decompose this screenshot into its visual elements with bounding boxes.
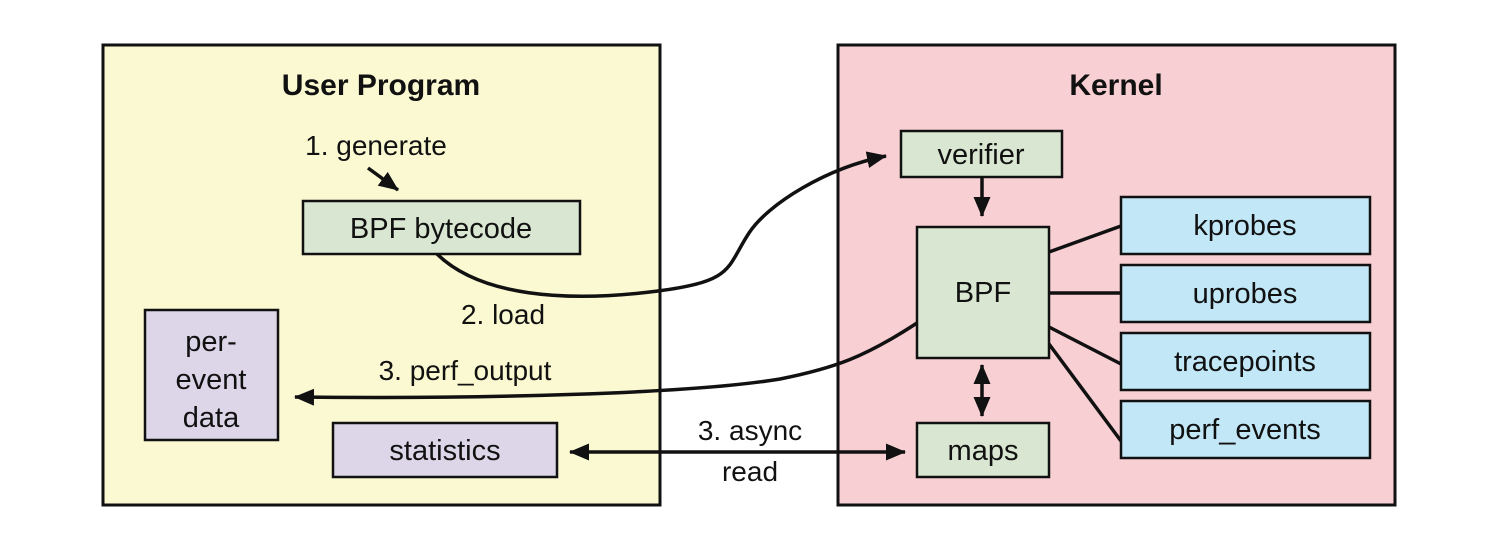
load-arrow (435, 151, 887, 298)
tracepoints-label: tracepoints (1174, 346, 1316, 378)
generate-label: 1. generate (305, 130, 447, 161)
perf-events-label: perf_events (1169, 414, 1321, 446)
kernel-title: Kernel (1069, 69, 1162, 102)
async-read-label-line2: read (722, 456, 778, 487)
bpf-tracepoints-connector (1048, 325, 1122, 366)
bpf-perf-events-connector (1047, 342, 1123, 443)
maps-box (915, 421, 1051, 479)
generate-arrow (366, 166, 400, 192)
per-event-data-label-line3: data (183, 402, 240, 434)
load-label: 2. load (461, 299, 545, 330)
verifier-box (899, 129, 1064, 179)
bpf-box (915, 225, 1051, 360)
kprobes-box (1119, 195, 1372, 256)
verifier-label: verifier (937, 139, 1024, 171)
user-program-title: User Program (282, 69, 480, 102)
maps-label: maps (948, 435, 1019, 467)
perf-output-label: 3. perf_output (379, 355, 552, 386)
kprobes-label: kprobes (1193, 210, 1296, 242)
statistics-box (331, 421, 559, 479)
bpf-bytecode-box (301, 199, 582, 256)
per-event-data-label-line2: event (176, 364, 247, 396)
bpf-kprobes-connector (1048, 224, 1122, 254)
per-event-data-box (143, 308, 280, 442)
tracepoints-box (1119, 331, 1372, 392)
perf-output-arrow (294, 321, 918, 406)
uprobes-box (1119, 263, 1372, 324)
bpf-label: BPF (955, 277, 1011, 309)
bpf-bytecode-label: BPF bytecode (350, 213, 532, 245)
uprobes-label: uprobes (1193, 278, 1298, 310)
per-event-data-label-line1: per- (185, 326, 237, 358)
async-read-label-line1: 3. async (698, 415, 802, 446)
statistics-label: statistics (389, 435, 500, 467)
perf-events-box (1119, 399, 1372, 460)
